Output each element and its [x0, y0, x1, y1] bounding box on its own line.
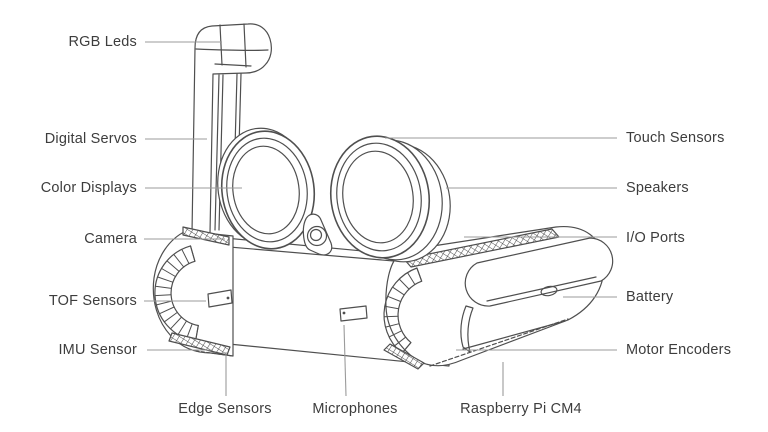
label-rgb-leds: RGB Leds	[68, 34, 137, 50]
leader-microphones	[343, 324, 347, 397]
label-speakers: Speakers	[626, 180, 689, 196]
label-raspberry-pi-cm4: Raspberry Pi CM4	[460, 401, 582, 417]
tof-sensor-window	[207, 289, 233, 308]
right-eye-display	[329, 135, 451, 263]
left-track	[152, 226, 234, 357]
rgb-led-module	[195, 23, 269, 68]
microphone-window	[339, 305, 368, 322]
label-digital-servos: Digital Servos	[44, 131, 137, 147]
label-tof-sensors: TOF Sensors	[48, 293, 137, 309]
battery-pack	[464, 237, 614, 307]
label-imu-sensor: IMU Sensor	[58, 342, 137, 358]
label-motor-encoders: Motor Encoders	[626, 342, 732, 358]
label-microphones: Microphones	[312, 401, 398, 417]
label-battery: Battery	[626, 289, 674, 305]
label-touch-sensors: Touch Sensors	[626, 130, 725, 146]
label-edge-sensors: Edge Sensors	[178, 401, 272, 417]
camera-lens	[302, 213, 333, 256]
left-eye-display	[217, 127, 316, 250]
robot-arm	[191, 23, 272, 234]
right-track-treads	[383, 267, 423, 354]
servo-links	[214, 73, 242, 231]
left-track-treads	[154, 245, 199, 342]
label-io-ports: I/O Ports	[626, 230, 686, 246]
label-color-displays: Color Displays	[40, 180, 137, 196]
leader-lines	[144, 41, 617, 397]
label-camera: Camera	[84, 231, 137, 247]
